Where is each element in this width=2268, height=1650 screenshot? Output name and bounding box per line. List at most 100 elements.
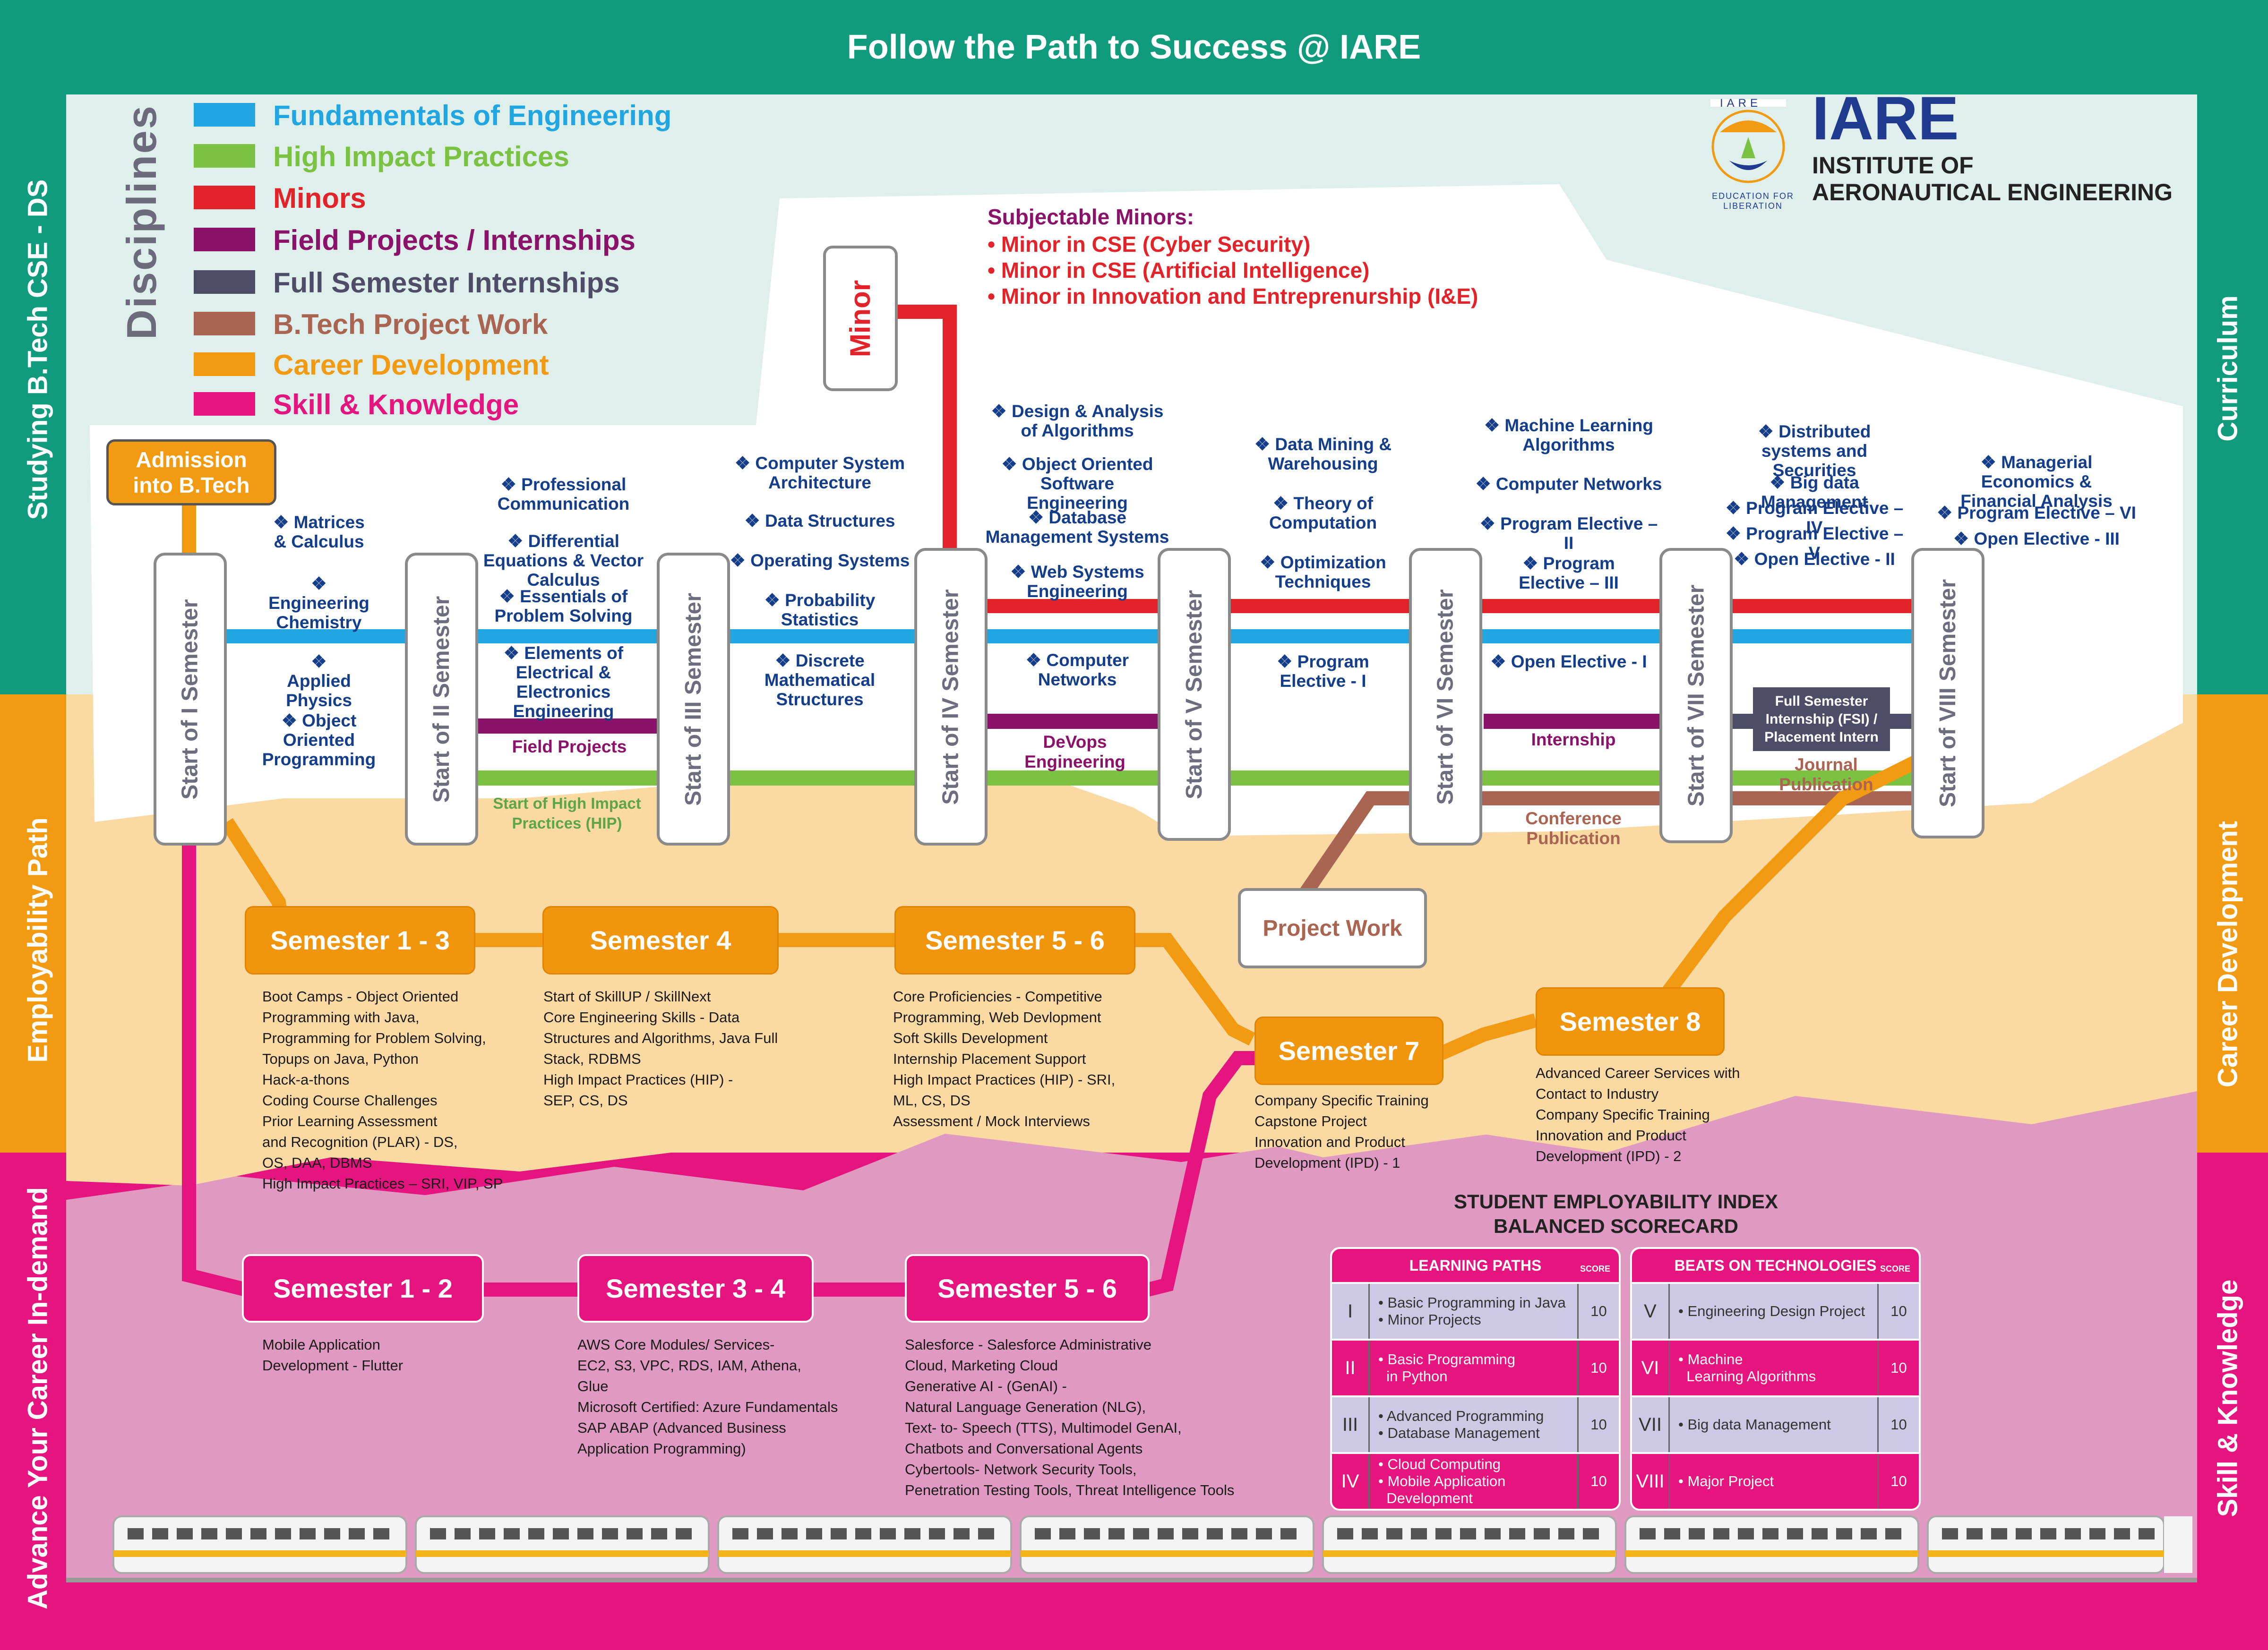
- semester-start-4: Start of IV Semester: [914, 548, 988, 846]
- course-item: ❖ Computer System Architecture: [734, 453, 905, 492]
- train-window: [1558, 1528, 1574, 1539]
- train-window: [1509, 1528, 1525, 1539]
- train-window: [373, 1528, 389, 1539]
- train-window: [2089, 1528, 2105, 1539]
- course-item: ❖ Managerial Economics & Financial Analy…: [1960, 453, 2113, 511]
- train-window: [1435, 1528, 1452, 1539]
- train-window: [1231, 1528, 1247, 1539]
- train-window: [1337, 1528, 1353, 1539]
- train-stripe: [416, 1550, 709, 1557]
- career-sem-4: Semester 4: [542, 906, 779, 975]
- train-window: [1182, 1528, 1198, 1539]
- career-sem-7: Semester 7: [1254, 1017, 1443, 1085]
- train-window: [2114, 1528, 2130, 1539]
- train-window: [1836, 1528, 1852, 1539]
- train-window: [651, 1528, 667, 1539]
- train-window: [1583, 1528, 1599, 1539]
- train-window: [855, 1528, 871, 1539]
- career-sem-8: Semester 8: [1536, 987, 1725, 1056]
- course-item: ❖ Engineering Chemistry: [268, 574, 369, 632]
- train-window: [128, 1528, 144, 1539]
- train-window: [757, 1528, 773, 1539]
- courses-sem1: ❖ Matrices & Calculus ❖ Engineering Chem…: [241, 513, 397, 777]
- train-window: [676, 1528, 692, 1539]
- course-item: ❖ Matrices & Calculus: [273, 513, 365, 551]
- course-item: ❖ Open Elective - III: [1953, 529, 2120, 548]
- skill-list-3-4: AWS Core Modules/ Services-EC2, S3, VPC,…: [577, 1336, 838, 1457]
- label-hip: Start of High Impact Practices (HIP): [493, 795, 641, 832]
- train-stripe: [718, 1550, 1011, 1557]
- train-stripe: [1021, 1550, 1314, 1557]
- semester-start-6: Start of VI Semester: [1409, 548, 1482, 846]
- train-stripe: [1928, 1550, 2164, 1557]
- train-car: [1322, 1515, 1617, 1574]
- course-item: ❖ Professional Communication: [497, 475, 630, 513]
- page-title: Follow the Path to Success @ IARE: [0, 0, 2268, 94]
- train-car: [1624, 1515, 1919, 1574]
- course-item: ❖ Data Mining & Warehousing: [1254, 435, 1392, 473]
- train-window: [1991, 1528, 2007, 1539]
- train-window: [1861, 1528, 1877, 1539]
- train-window: [880, 1528, 896, 1539]
- course-item: ❖ Object Oriented Programming: [262, 711, 376, 769]
- train-window: [1967, 1528, 1983, 1539]
- courses-sem4: ❖ Design & Analysis of Algorithms ❖ Obje…: [983, 402, 1172, 694]
- legend-label: Career Development: [273, 349, 549, 381]
- course-item: ❖ Big data Management: [1761, 473, 1868, 512]
- logo-small-text: IARE: [1720, 97, 1762, 110]
- train-window: [1664, 1528, 1680, 1539]
- train-window: [1534, 1528, 1550, 1539]
- course-item: ❖ Machine Learning Algorithms: [1484, 416, 1653, 454]
- label-devops: DeVops Engineering: [1024, 732, 1125, 771]
- career-sem-5-6: Semester 5 - 6: [894, 906, 1135, 975]
- train-window: [324, 1528, 340, 1539]
- train-stripe: [1625, 1550, 1918, 1557]
- course-item: ❖ Operating Systems: [730, 551, 910, 570]
- logo-line2: AERONAUTICAL ENGINEERING: [1812, 179, 2173, 205]
- legend-label: Full Semester Internships: [273, 267, 620, 299]
- table-head-label: LEARNING PATHS: [1409, 1257, 1542, 1274]
- legend-swatch: [194, 103, 255, 127]
- train-window: [782, 1528, 798, 1539]
- table-head-label: BEATS ON TECHNOLOGIES: [1674, 1257, 1877, 1274]
- train-window: [1787, 1528, 1803, 1539]
- scorecard-right-table: BEATS ON TECHNOLOGIES SCORE V• Engineeri…: [1630, 1247, 1921, 1511]
- label-conference: Conference Publication: [1525, 809, 1622, 848]
- train-window: [1133, 1528, 1149, 1539]
- course-item: ❖ Program Elective – III: [1519, 554, 1619, 592]
- train-window: [250, 1528, 266, 1539]
- train-window: [1108, 1528, 1125, 1539]
- train-car: [1020, 1515, 1314, 1574]
- courses-sem5: ❖ Data Mining & Warehousing ❖ Theory of …: [1238, 435, 1408, 691]
- label-field-projects: Field Projects: [512, 737, 627, 756]
- train-window: [504, 1528, 520, 1539]
- train-window: [1460, 1528, 1476, 1539]
- minors-item: • Minor in CSE (Cyber Security): [988, 232, 1311, 256]
- semester-start-5: Start of V Semester: [1158, 548, 1231, 841]
- legend-label: Field Projects / Internships: [273, 224, 636, 256]
- semester-start-3: Start of III Semester: [657, 553, 730, 846]
- skill-sem-5-6: Semester 5 - 6: [905, 1254, 1150, 1323]
- train-window: [602, 1528, 618, 1539]
- train-window: [1738, 1528, 1754, 1539]
- train-window: [2016, 1528, 2032, 1539]
- semester-start-1: Start of I Semester: [154, 553, 227, 846]
- course-item: ❖ Applied Physics: [286, 652, 352, 710]
- train-window: [1280, 1528, 1297, 1539]
- train-window: [1207, 1528, 1223, 1539]
- scorecard-left-table: LEARNING PATHS SCORE I• Basic Programmin…: [1330, 1247, 1621, 1511]
- course-item: ❖ Data Structures: [744, 511, 895, 530]
- train-window: [201, 1528, 217, 1539]
- train-window: [831, 1528, 847, 1539]
- project-work-box: Project Work: [1238, 888, 1427, 968]
- train-window: [152, 1528, 168, 1539]
- train-window: [2139, 1528, 2155, 1539]
- course-item: ❖ Distributed systems and Securities: [1758, 422, 1871, 480]
